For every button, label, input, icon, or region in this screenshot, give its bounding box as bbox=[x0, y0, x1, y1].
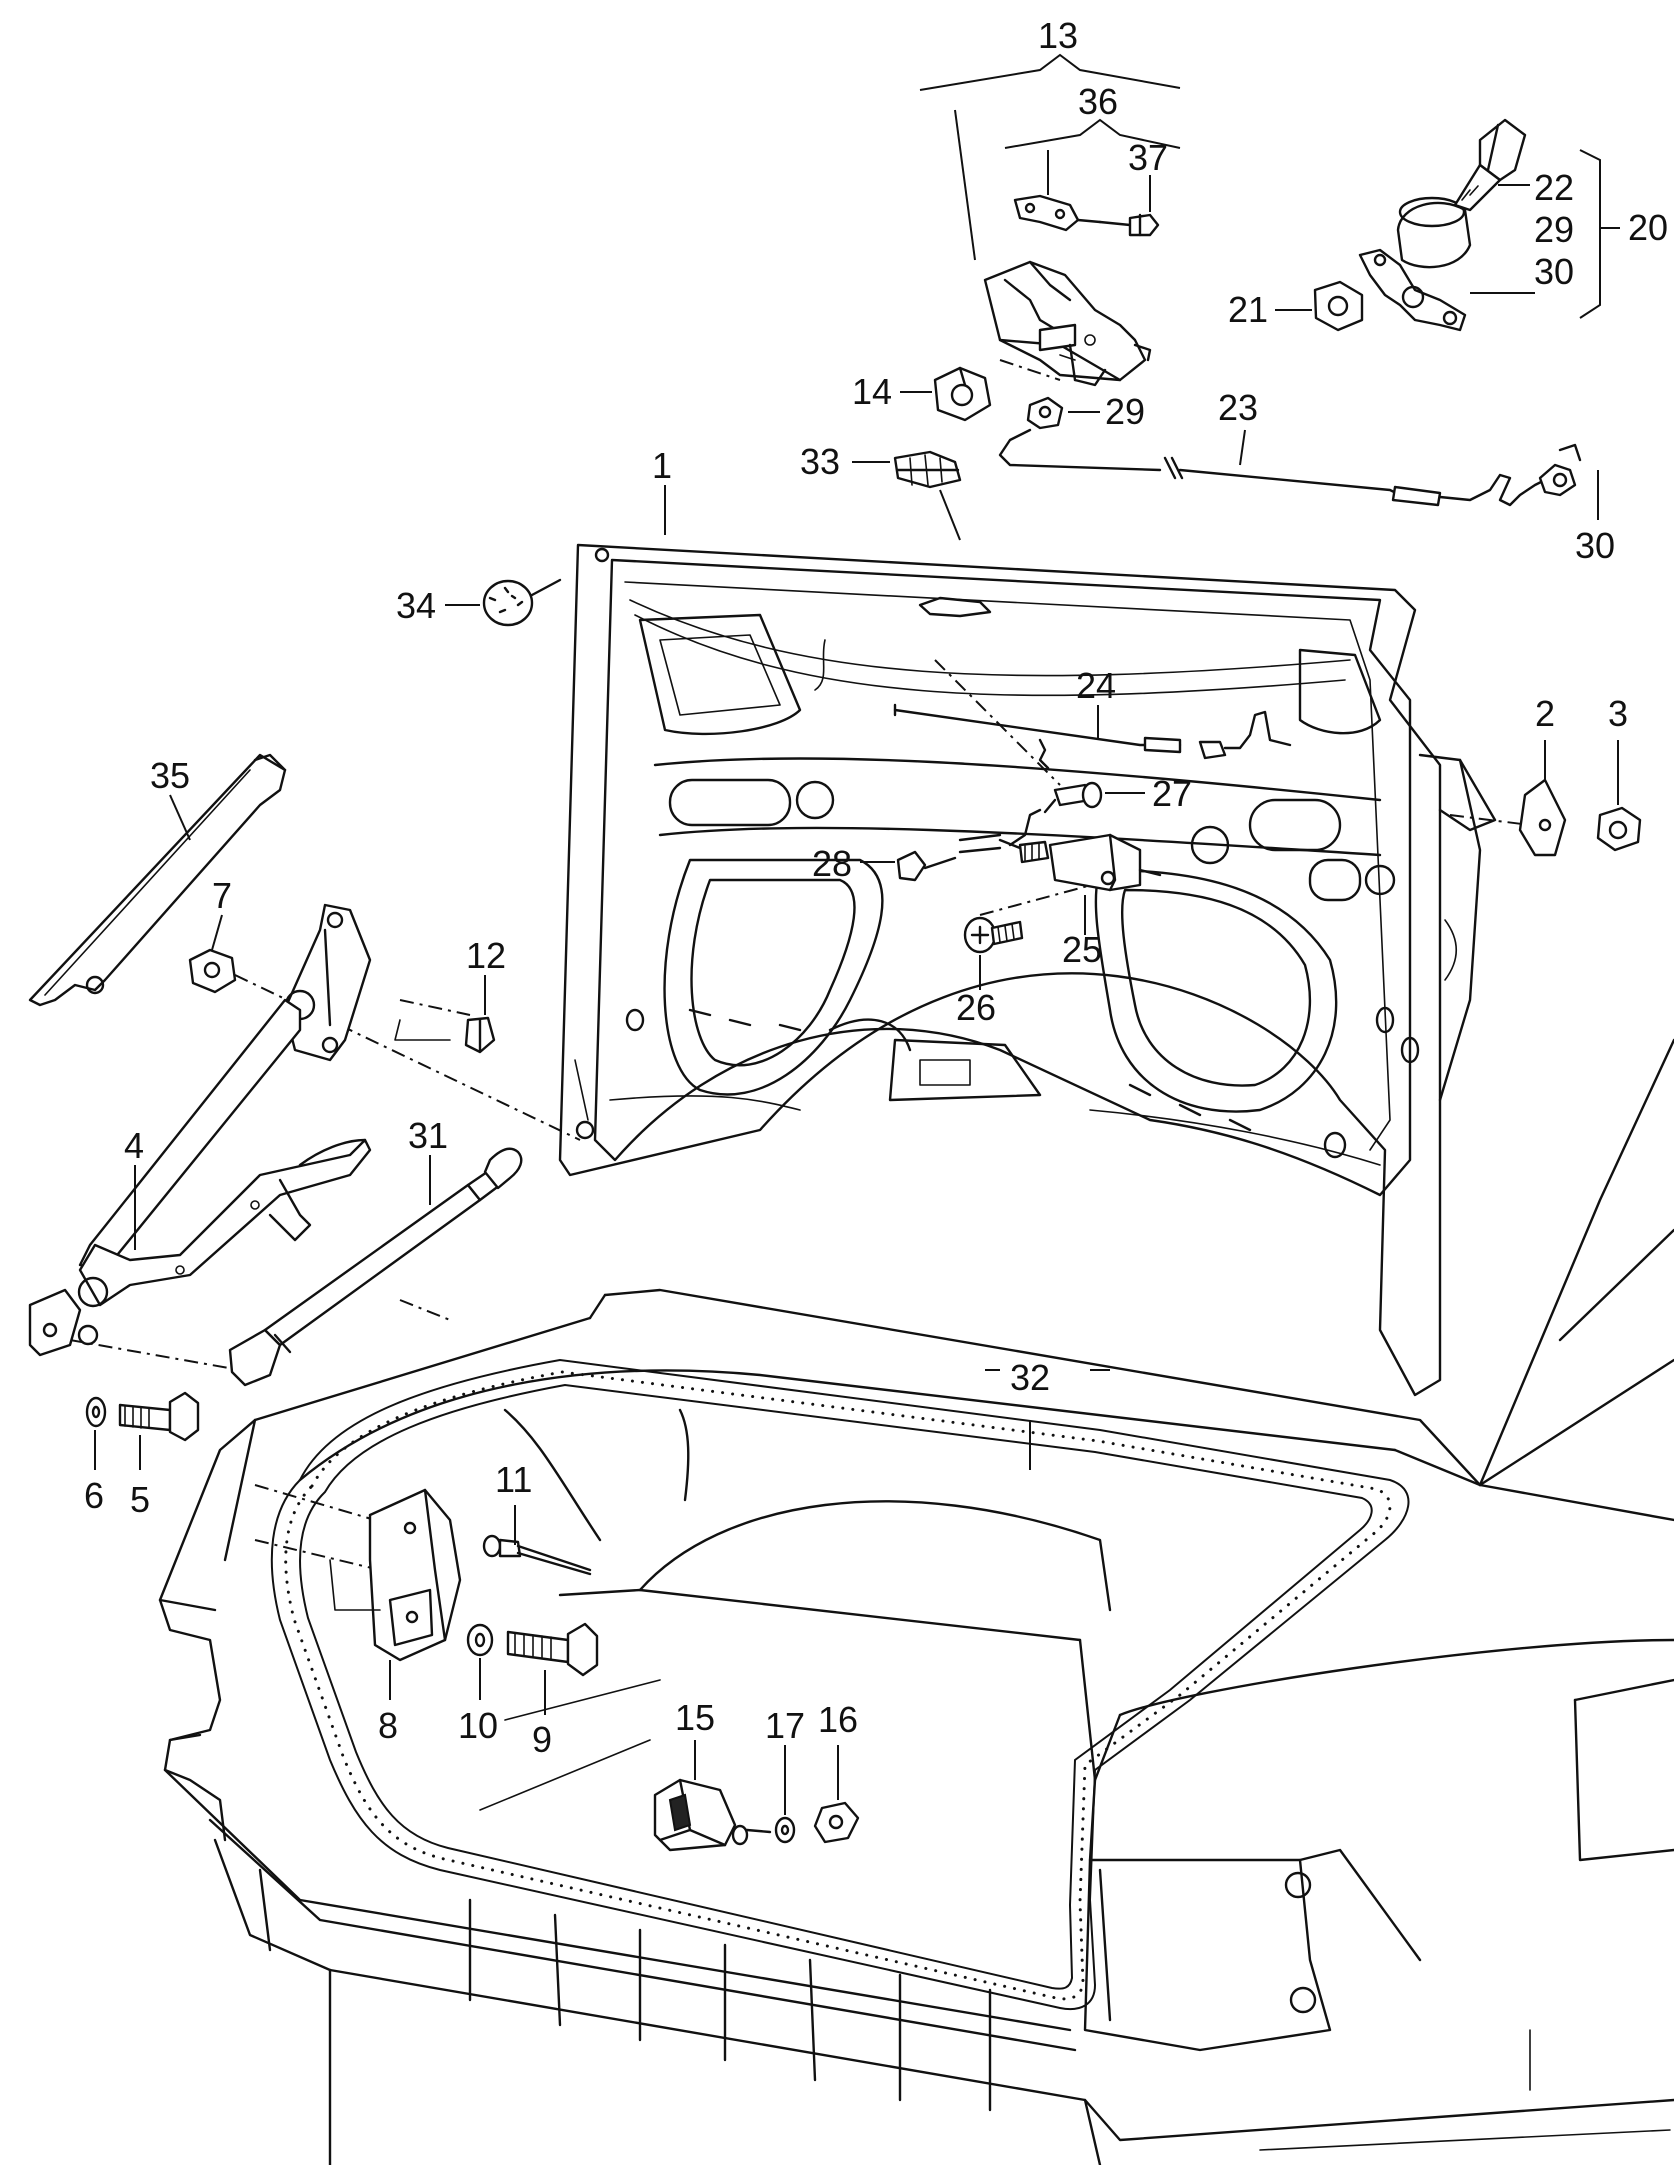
callout-24: 24 bbox=[1076, 665, 1116, 706]
callout-27: 27 bbox=[1152, 773, 1192, 814]
clip-29-upper bbox=[1026, 396, 1064, 430]
callout-16: 16 bbox=[818, 1699, 858, 1740]
car-rear-body bbox=[158, 1038, 1674, 2165]
callout-25: 25 bbox=[1062, 929, 1102, 970]
callout-35: 35 bbox=[150, 755, 190, 796]
nut-7 bbox=[188, 948, 237, 994]
callout-20: 20 bbox=[1628, 207, 1668, 248]
lock-13 bbox=[983, 260, 1152, 387]
callout-31: 31 bbox=[408, 1115, 448, 1156]
washer-6 bbox=[85, 1396, 107, 1428]
cable-23 bbox=[998, 428, 1582, 507]
trunk-seal-32 bbox=[270, 1358, 1410, 2010]
leader-lines bbox=[94, 53, 1620, 1815]
callout-2: 2 bbox=[1535, 693, 1555, 734]
trunk-lid-1 bbox=[558, 543, 1497, 1397]
callout-labels: 13 36 37 22 29 30 20 21 14 29 23 33 30 1… bbox=[84, 15, 1668, 1760]
callout-36: 36 bbox=[1078, 81, 1118, 122]
callout-32: 32 bbox=[1010, 1357, 1050, 1398]
callout-3: 3 bbox=[1608, 693, 1628, 734]
hinge-bracket-35 bbox=[28, 753, 287, 1007]
callout-8: 8 bbox=[378, 1705, 398, 1746]
callout-29-right: 29 bbox=[1534, 209, 1574, 250]
bolt-5 bbox=[118, 1391, 200, 1442]
rivet-11 bbox=[482, 1534, 592, 1576]
buffer-33 bbox=[893, 450, 962, 489]
callout-22: 22 bbox=[1534, 167, 1574, 208]
callout-6: 6 bbox=[84, 1475, 104, 1516]
washer-17 bbox=[774, 1816, 796, 1844]
callout-34: 34 bbox=[396, 585, 436, 626]
callout-33: 33 bbox=[800, 441, 840, 482]
callout-15: 15 bbox=[675, 1697, 715, 1738]
callout-1: 1 bbox=[652, 445, 672, 486]
clip-37 bbox=[1128, 213, 1160, 237]
callout-29-lower: 29 bbox=[1105, 391, 1145, 432]
assembly-dash-lines bbox=[69, 359, 1531, 1571]
key-22 bbox=[1453, 118, 1527, 212]
callout-17: 17 bbox=[765, 1705, 805, 1746]
callout-9: 9 bbox=[532, 1719, 552, 1760]
connector-25b bbox=[998, 838, 1050, 864]
washer-10 bbox=[466, 1623, 494, 1657]
callout-14: 14 bbox=[852, 371, 892, 412]
buffer-15 bbox=[653, 1778, 772, 1852]
rod-24 bbox=[893, 703, 1292, 770]
callout-23: 23 bbox=[1218, 387, 1258, 428]
callout-10: 10 bbox=[458, 1705, 498, 1746]
callout-11: 11 bbox=[495, 1459, 532, 1500]
actuator-25 bbox=[1048, 833, 1162, 892]
gas-strut-31 bbox=[228, 1147, 523, 1387]
nut-21 bbox=[1313, 280, 1364, 332]
callout-30-right: 30 bbox=[1534, 251, 1574, 292]
bolt-27 bbox=[1008, 781, 1103, 847]
clip-12 bbox=[394, 1016, 496, 1054]
callout-37: 37 bbox=[1128, 137, 1168, 178]
callout-21: 21 bbox=[1228, 289, 1268, 330]
lock-cylinder-20 bbox=[1358, 196, 1472, 332]
lock-striker-8 bbox=[329, 1488, 462, 1662]
callout-13: 13 bbox=[1038, 15, 1078, 56]
callout-5: 5 bbox=[130, 1479, 150, 1520]
callout-30-lower: 30 bbox=[1575, 525, 1615, 566]
callout-26: 26 bbox=[956, 987, 996, 1028]
callout-12: 12 bbox=[466, 935, 506, 976]
nut-14 bbox=[933, 366, 992, 422]
bolt-9 bbox=[506, 1622, 599, 1677]
callout-4: 4 bbox=[124, 1125, 144, 1166]
bracket-2 bbox=[1518, 778, 1567, 857]
plug-34 bbox=[482, 578, 562, 627]
screw-26 bbox=[963, 916, 1024, 954]
rod-clip-28 bbox=[896, 833, 1002, 882]
callout-28: 28 bbox=[812, 843, 852, 884]
nut-3 bbox=[1596, 806, 1642, 852]
nut-16 bbox=[813, 1801, 860, 1844]
callout-7: 7 bbox=[212, 875, 232, 916]
lock-bracket-36 bbox=[1013, 194, 1132, 232]
